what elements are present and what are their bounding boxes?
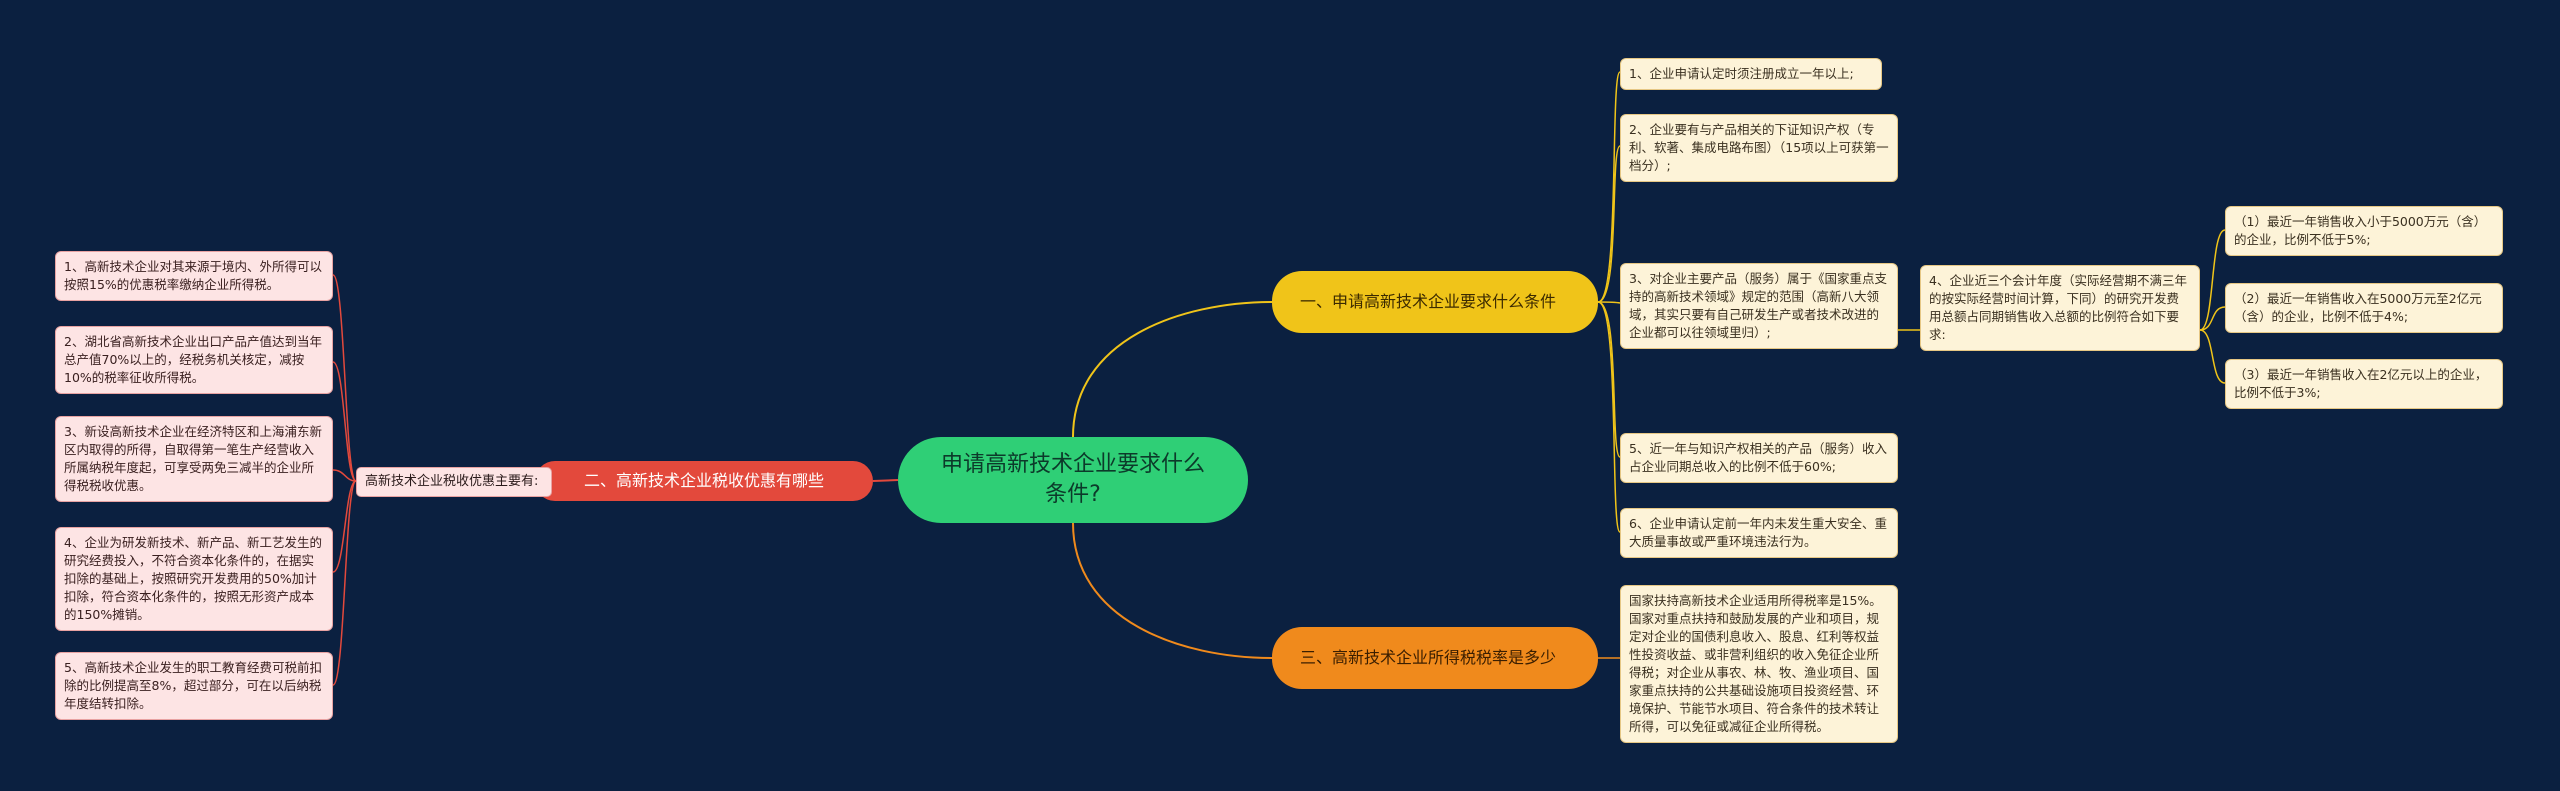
rd-ratio-item-2[interactable]: （2）最近一年销售收入在5000万元至2亿元（含）的企业，比例不低于4%; bbox=[2225, 283, 2503, 333]
requirement-item-2[interactable]: 2、企业要有与产品相关的下证知识产权（专利、软著、集成电路布图）（15项以上可获… bbox=[1620, 114, 1898, 182]
requirement-item-6[interactable]: 6、企业申请认定前一年内未发生重大安全、重大质量事故或严重环境违法行为。 bbox=[1620, 508, 1898, 558]
tax-benefit-item-3[interactable]: 3、新设高新技术企业在经济特区和上海浦东新区内取得的所得，自取得第一笔生产经营收… bbox=[55, 416, 333, 502]
branch-tax-rate[interactable]: 三、高新技术企业所得税税率是多少 bbox=[1272, 627, 1598, 689]
requirement-item-1[interactable]: 1、企业申请认定时须注册成立一年以上; bbox=[1620, 58, 1882, 90]
requirement-item-5[interactable]: 5、近一年与知识产权相关的产品（服务）收入占企业同期总收入的比例不低于60%; bbox=[1620, 433, 1898, 483]
requirement-item-4[interactable]: 4、企业近三个会计年度（实际经营期不满三年的按实际经营时间计算，下同）的研究开发… bbox=[1920, 265, 2200, 351]
tax-benefit-item-5[interactable]: 5、高新技术企业发生的职工教育经费可税前扣除的比例提高至8%，超过部分，可在以后… bbox=[55, 652, 333, 720]
tax-benefit-item-2[interactable]: 2、湖北省高新技术企业出口产品产值达到当年总产值70%以上的，经税务机关核定，减… bbox=[55, 326, 333, 394]
edge-root-b3 bbox=[1072, 522, 1273, 659]
branch-tax-benefits[interactable]: 二、高新技术企业税收优惠有哪些 bbox=[535, 461, 873, 501]
edge-root-b2 bbox=[872, 479, 899, 482]
tax-benefit-item-4[interactable]: 4、企业为研发新技术、新产品、新工艺发生的研究经费投入，不符合资本化条件的，在据… bbox=[55, 527, 333, 631]
edge-root-b1 bbox=[1072, 301, 1273, 438]
branch-requirements[interactable]: 一、申请高新技术企业要求什么条件 bbox=[1272, 271, 1598, 333]
tax-rate-item[interactable]: 国家扶持高新技术企业适用所得税率是15%。国家对重点扶持和鼓励发展的产业和项目，… bbox=[1620, 585, 1898, 743]
requirement-item-3[interactable]: 3、对企业主要产品（服务）属于《国家重点支持的高新技术领域》规定的范围（高新八大… bbox=[1620, 263, 1898, 349]
rd-ratio-item-3[interactable]: （3）最近一年销售收入在2亿元以上的企业，比例不低于3%; bbox=[2225, 359, 2503, 409]
root-topic[interactable]: 申请高新技术企业要求什么条件? bbox=[898, 437, 1248, 523]
tax-benefits-label[interactable]: 高新技术企业税收优惠主要有: bbox=[356, 467, 552, 497]
rd-ratio-item-1[interactable]: （1）最近一年销售收入小于5000万元（含）的企业，比例不低于5%; bbox=[2225, 206, 2503, 256]
tax-benefit-item-1[interactable]: 1、高新技术企业对其来源于境内、外所得可以按照15%的优惠税率缴纳企业所得税。 bbox=[55, 251, 333, 301]
